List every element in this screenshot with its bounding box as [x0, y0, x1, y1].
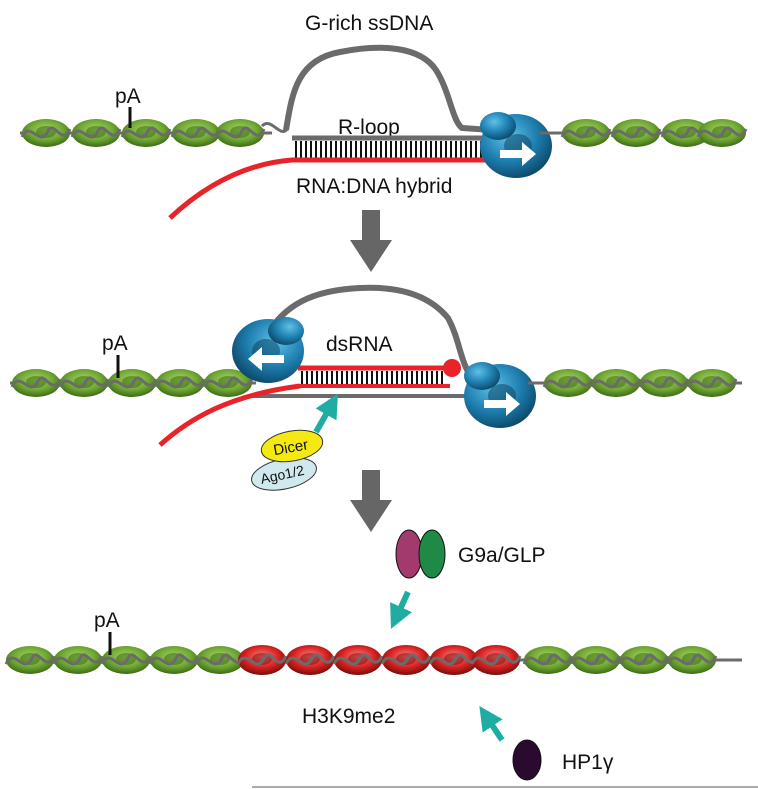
rna-polymerase-left — [232, 317, 304, 383]
dicer-label: Dicer — [272, 436, 309, 459]
rna-dna-hybrid-bars — [295, 141, 487, 158]
hp1-protein — [512, 739, 542, 781]
teal-arrow-hp1 — [479, 706, 505, 742]
left-arrow-icon — [248, 347, 284, 371]
g9a-protein — [395, 529, 423, 579]
hybrid-label: RNA:DNA hybrid — [296, 175, 452, 198]
h3k9me2-label: H3K9me2 — [302, 705, 395, 728]
teal-arrow-g9a — [390, 590, 412, 629]
pa-label-2: pA — [102, 332, 128, 355]
ago-protein: Ago1/2 — [251, 457, 317, 491]
nucleosome-array-right-2 — [528, 367, 742, 399]
pa-label: pA — [115, 85, 141, 108]
nucleosome-array-left — [20, 117, 272, 149]
glp-protein — [418, 529, 446, 579]
hp1-label: HP1γ — [562, 751, 614, 774]
right-arrow-icon — [500, 142, 536, 166]
nucleosome-array-3 — [4, 643, 742, 677]
rna-polymerase-right — [480, 112, 552, 178]
dicer-protein: Dicer — [260, 429, 324, 463]
panel-2-dsrna: pA dsRNA — [10, 284, 742, 491]
down-arrow-2 — [350, 470, 392, 532]
ssdna-strand — [283, 44, 521, 135]
ssdna-label: G-rich ssDNA — [305, 12, 433, 35]
rna-polymerase-right-2 — [464, 362, 536, 428]
nucleosome-array-right — [560, 117, 748, 149]
rna-cap — [443, 359, 461, 377]
pa-label-3: pA — [94, 609, 120, 632]
g9a-label: G9a/GLP — [458, 544, 546, 567]
nucleosome-array-left-2 — [10, 367, 256, 399]
panel-1-rloop: G-rich ssDNA pA R-loop RNA:DNA hybrid — [20, 12, 748, 220]
rloop-label: R-loop — [338, 116, 400, 139]
rna-strand — [168, 157, 492, 220]
down-arrow-1 — [350, 210, 392, 272]
panel-3-heterochromatin: G9a/GLP pA H3K9me2 HP1γ — [4, 529, 758, 788]
dsrna-label: dsRNA — [326, 333, 393, 356]
ssdna-strand-2 — [267, 284, 475, 380]
teal-arrow-dicer — [313, 393, 338, 434]
rna-strand-2 — [158, 383, 301, 447]
right-arrow-icon-2 — [484, 392, 520, 416]
